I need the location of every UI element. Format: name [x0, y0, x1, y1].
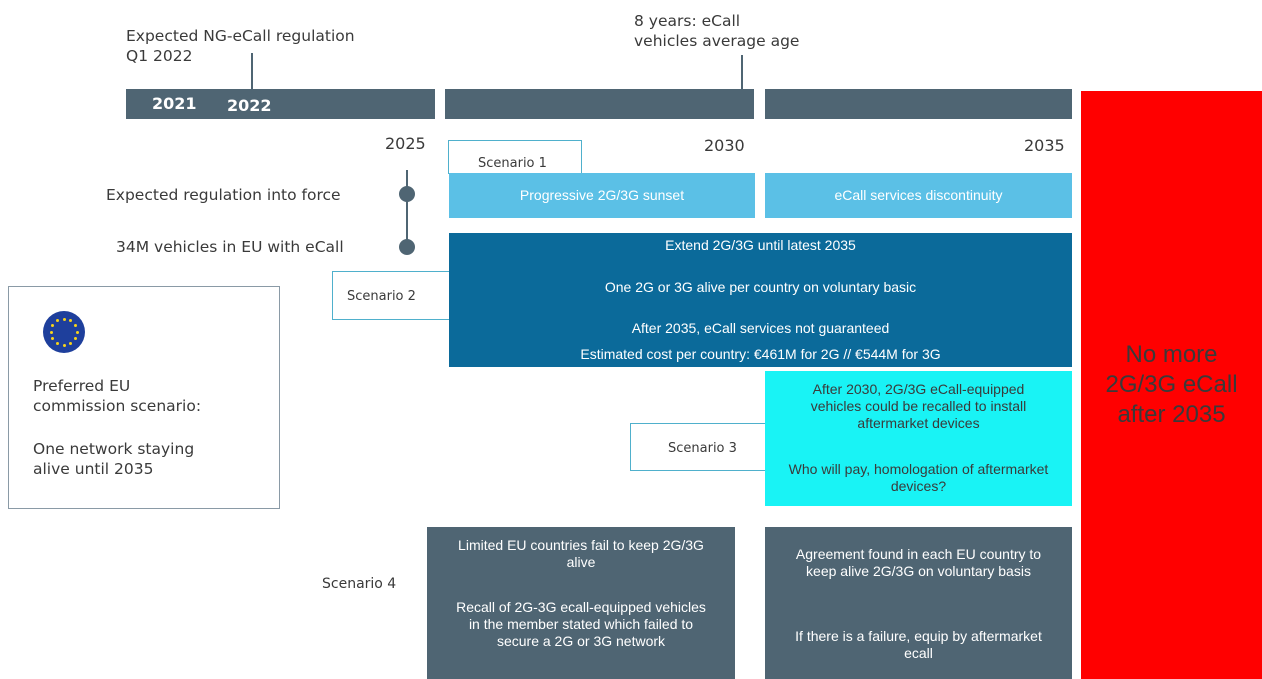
scenario3-label: Scenario 3: [630, 423, 766, 471]
scenario2-box: Extend 2G/3G until latest 2035 One 2G or…: [449, 233, 1072, 367]
avg-age-annotation: 8 years: eCall vehicles average age: [634, 11, 799, 51]
preferred-line3: One network staying: [33, 440, 195, 458]
scenario4-right-text2: If there is a failure, equip by aftermar…: [795, 628, 1042, 661]
milestone-line: [406, 170, 408, 250]
scenario2-line4: Estimated cost per country: €461M for 2G…: [580, 346, 941, 362]
preferred-line1: Preferred EU: [33, 377, 131, 395]
eu-star: [75, 330, 79, 334]
scenario4-left-box: Limited EU countries fail to keep 2G/3G …: [427, 527, 735, 679]
eu-star: [56, 341, 59, 345]
no-more-2g3g-banner: No more 2G/3G eCall after 2035: [1081, 91, 1262, 679]
preferred-line4: alive until 2035: [33, 460, 154, 478]
scenario3-box: After 2030, 2G/3G eCall-equipped vehicle…: [765, 371, 1072, 506]
timeline-bar-2: [445, 89, 754, 119]
scenario3-text2: Who will pay, homologation of aftermarke…: [788, 461, 1049, 494]
preferred-text-1: Preferred EU commission scenario:: [33, 376, 201, 416]
milestone-dot-into-force: [399, 186, 415, 202]
eu-star: [69, 341, 72, 345]
milestone-into-force: Expected regulation into force: [106, 186, 341, 204]
bar-year-2021: 2021: [152, 94, 197, 113]
scenario1-label: Scenario 1: [448, 140, 582, 174]
red-banner-line3: after 2035: [1117, 401, 1226, 428]
red-banner-line1: No more: [1125, 341, 1218, 368]
avg-age-tick: [741, 55, 743, 91]
avg-age-line1: 8 years: eCall: [634, 12, 741, 30]
milestone-dot-vehicles: [399, 239, 415, 255]
bar-year-2022: 2022: [227, 96, 272, 115]
eu-star: [69, 319, 72, 323]
red-banner-line2: 2G/3G eCall: [1105, 371, 1238, 398]
scenario4-right-text1: Agreement found in each EU country to ke…: [795, 546, 1042, 579]
scenario3-text1: After 2030, 2G/3G eCall-equipped vehicle…: [810, 381, 1027, 431]
scenario4-left-text1: Limited EU countries fail to keep 2G/3G …: [458, 537, 704, 570]
eu-star: [73, 337, 77, 340]
scenario2-line2: One 2G or 3G alive per country on volunt…: [604, 279, 917, 295]
preferred-line2: commission scenario:: [33, 397, 202, 415]
scenario2-line1: Extend 2G/3G until latest 2035: [665, 237, 856, 253]
preferred-text-2: One network staying alive until 2035: [33, 439, 194, 479]
scenario2-line3: After 2035, eCall services not guarantee…: [631, 320, 890, 336]
year-2035: 2035: [1024, 136, 1065, 155]
eu-star: [62, 317, 66, 321]
eu-star: [51, 324, 55, 327]
scenario4-label: Scenario 4: [322, 576, 397, 592]
scenario4-left-text2: Recall of 2G-3G ecall-equipped vehicles …: [456, 599, 706, 649]
eu-star: [73, 324, 77, 327]
eu-star: [62, 343, 66, 347]
eu-star: [56, 319, 59, 323]
preferred-scenario-box: Preferred EU commission scenario: One ne…: [8, 286, 280, 509]
scenario2-label: Scenario 2: [332, 271, 452, 320]
scenario1-left-box: Progressive 2G/3G sunset: [449, 173, 755, 218]
timeline-bar-1: 2021 2022: [126, 89, 435, 119]
timeline-bar-3: [765, 89, 1072, 119]
year-2025: 2025: [385, 134, 426, 153]
milestone-vehicles: 34M vehicles in EU with eCall: [116, 238, 344, 256]
year-2030: 2030: [704, 136, 745, 155]
regulation-annotation-line2: Q1 2022: [126, 47, 193, 65]
regulation-annotation-line1: Expected NG-eCall regulation: [126, 27, 355, 45]
scenario4-right-box: Agreement found in each EU country to ke…: [765, 527, 1072, 679]
regulation-annotation: Expected NG-eCall regulation Q1 2022: [126, 26, 355, 66]
red-banner-text: No more 2G/3G eCall after 2035: [1105, 340, 1237, 430]
regulation-tick: [251, 53, 253, 91]
eu-star: [49, 330, 53, 334]
scenario1-right-box: eCall services discontinuity: [765, 173, 1072, 218]
avg-age-line2: vehicles average age: [634, 32, 800, 50]
eu-star: [51, 337, 55, 340]
eu-flag-icon: [43, 311, 85, 353]
